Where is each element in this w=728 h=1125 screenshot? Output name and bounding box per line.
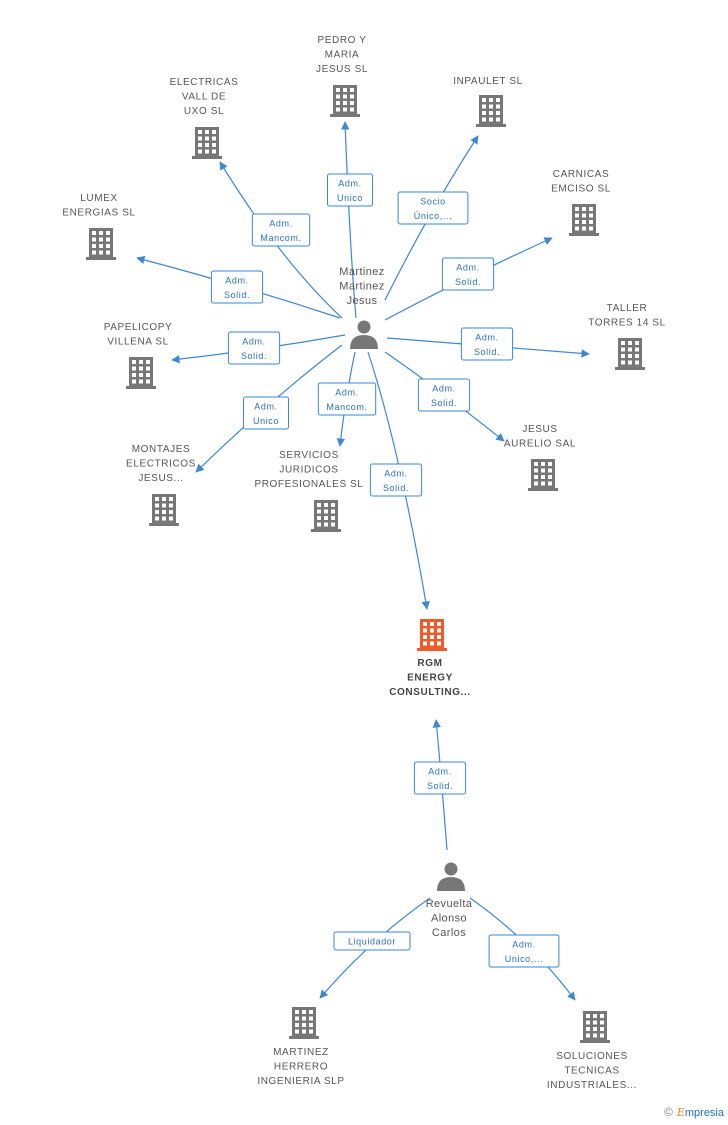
relation-label[interactable]: Adm.Mancom.	[317, 382, 377, 416]
relation-label[interactable]: Adm.Solid.	[441, 257, 495, 291]
svg-text:Adm.Unico: Adm.Unico	[337, 179, 363, 204]
svg-text:Adm.Mancom.: Adm.Mancom.	[326, 388, 367, 413]
building-icon	[149, 494, 179, 526]
relation-label[interactable]: Adm.Mancom.	[251, 213, 311, 247]
brand-name: mpresia	[684, 1107, 724, 1119]
person-icon	[350, 320, 378, 349]
relation-label[interactable]: Adm.Solid.	[413, 761, 467, 795]
building-icon	[580, 1011, 610, 1043]
relation-label[interactable]: Adm.Solid.	[460, 327, 514, 361]
building-icon	[528, 459, 558, 491]
svg-text:Adm.Solid.: Adm.Solid.	[224, 276, 250, 301]
building-icon	[311, 500, 341, 532]
relation-label[interactable]: Adm.Unico	[327, 173, 373, 207]
copyright-icon: ©	[664, 1105, 673, 1119]
building-icon	[476, 95, 506, 127]
brand-footer: ©Empresia	[664, 1105, 724, 1119]
svg-text:Adm.Solid.: Adm.Solid.	[427, 767, 453, 792]
person-icon	[437, 862, 465, 891]
svg-text:Adm.Solid.: Adm.Solid.	[431, 384, 457, 409]
svg-text:Adm.Unico: Adm.Unico	[253, 402, 279, 427]
svg-text:Adm.Solid.: Adm.Solid.	[474, 333, 500, 358]
building-icon	[289, 1007, 319, 1039]
relation-edge	[341, 121, 357, 319]
company-label[interactable]: INPAULET SL	[453, 76, 523, 87]
relation-label[interactable]: Liquidador	[333, 931, 411, 951]
svg-text:Adm.Mancom.: Adm.Mancom.	[260, 219, 301, 244]
svg-text:Adm.Unico,...: Adm.Unico,...	[505, 940, 543, 965]
relation-label[interactable]: Adm.Solid.	[369, 463, 423, 497]
relation-label[interactable]: Adm.Solid.	[417, 378, 471, 412]
building-icon	[192, 127, 222, 159]
relation-label[interactable]: Adm.Solid.	[227, 331, 281, 365]
building-icon	[86, 228, 116, 260]
relation-label[interactable]: Adm.Unico,...	[488, 934, 560, 968]
relation-label[interactable]: Adm.Solid.	[210, 270, 264, 304]
svg-text:Adm.Solid.: Adm.Solid.	[241, 337, 267, 362]
svg-text:Liquidador: Liquidador	[348, 937, 396, 947]
brand-initial: E	[676, 1106, 685, 1119]
main-company-building-icon	[417, 619, 447, 651]
relation-label[interactable]: Adm.Unico	[243, 396, 289, 430]
svg-text:Adm.Solid.: Adm.Solid.	[455, 263, 481, 288]
svg-text:Adm.Solid.: Adm.Solid.	[383, 469, 409, 494]
building-icon	[615, 338, 645, 370]
building-icon	[330, 85, 360, 117]
building-icon	[126, 357, 156, 389]
relation-edge	[219, 161, 343, 319]
building-icon	[569, 204, 599, 236]
